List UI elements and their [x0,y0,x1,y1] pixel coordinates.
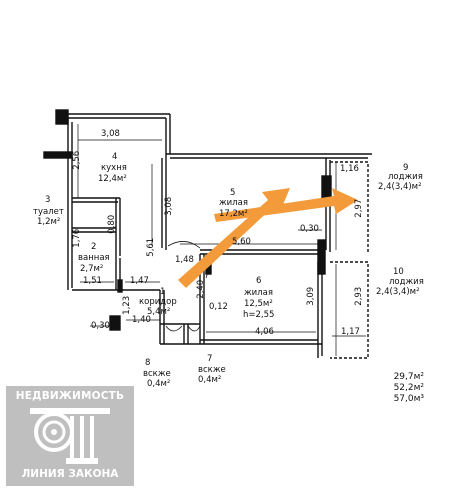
dim-148: 1,48 [175,255,194,265]
room-6-area: 12,5м² [244,299,273,309]
room-4-number: 4 [112,152,118,162]
logo-top-text: НЕДВИЖИМОСТЬ [15,390,125,402]
dim-309: 3,09 [306,286,317,306]
dim-561: 5,61 [146,237,157,257]
wall-top-kitchen [56,113,170,119]
room-2-area: 2,7м² [80,264,104,274]
room-1-name: коридор [139,297,177,307]
dim-308-v: 3,08 [164,196,175,216]
room-1-number: 1 [160,287,166,297]
wall-stub-2 [109,315,121,331]
dim-147: 1,47 [130,276,149,286]
dim-012: 0,12 [209,302,228,312]
room-9-number: 9 [403,163,409,173]
dim-297: 2,97 [354,198,365,218]
room-9-name: лоджия [388,172,423,182]
dim-030-right: 0,30 [300,224,319,234]
dim-293: 2,93 [354,286,365,306]
room-8-name: вскже [143,369,171,379]
closet-door-arcs [165,325,201,332]
kitchen-window-block [55,109,69,125]
room-5-area: 17,2м² [219,209,248,219]
orange-arrow-icon [178,188,358,288]
wall-corridor-room5 [161,158,167,250]
door-arc-room5 [167,241,201,249]
dim-560: 5,60 [232,237,251,247]
room-6-name: жилая [244,288,273,298]
total-area: 52,2м² [393,383,424,393]
dim-240: 2,40 [196,279,207,299]
arrow-to-loggia9 [214,188,358,222]
room-10-number: 10 [393,267,404,277]
wall-kitchen-right [165,114,171,158]
dim-030-left: 0,30 [91,321,110,331]
room-4-area: 12,4м² [98,174,127,184]
room-7-name: вскже [198,365,226,375]
dim-116: 1,16 [340,164,359,174]
loggia-10-outline [330,261,369,359]
room-2-number: 2 [91,242,97,252]
logo-bottom-text: ЛИНИЯ ЗАКОНА [21,468,119,480]
room-5-name: жилая [219,198,248,208]
dim-406: 4,06 [255,327,274,337]
room-8-area: 0,4м² [147,379,171,389]
dim-151: 1,51 [83,276,102,286]
room-10-area: 2,4(3,4)м² [376,287,420,297]
room-4-name: кухня [101,163,127,173]
dim-117: 1,17 [341,327,360,337]
dim-176: 1,76 [72,228,83,248]
wall-right-room6 [317,262,323,358]
room-3-area: 1,2м² [37,217,61,227]
dim-080: 0,80 [107,214,118,234]
loggia-9-outline [330,161,369,252]
dim-123: 1,23 [122,295,133,315]
loggia-door-5 [321,175,332,199]
ceiling-height: h=2,55 [243,310,275,320]
total-living-area: 29,7м² [393,372,424,382]
wall-left [67,118,73,290]
room-3-name: туалет [33,207,64,217]
dim-140: 1,40 [132,315,151,325]
wall-top-room5 [166,153,372,159]
total-volume: 57,0м³ [393,394,424,404]
wall-stub-1 [117,279,123,293]
ionic-column-scroll-icon [30,408,110,464]
wall-closets [159,290,200,345]
room-8-number: 8 [145,358,151,368]
room-7-area: 0,4м² [198,375,222,385]
agency-logo: НЕДВИЖИМОСТЬ ЛИНИЯ ЗАКОНА [6,386,134,486]
loggia-door-6 [317,239,326,275]
dim-256: 2,56 [72,150,83,170]
room-2-name: ванная [78,253,110,263]
wall-toilet [72,197,121,258]
room-7-number: 7 [207,354,213,364]
room-9-area: 2,4(3,4)м² [378,182,422,192]
room-6-number: 6 [256,276,262,286]
room-10-name: лоджия [389,277,424,287]
room-3-number: 3 [45,195,51,205]
balcony-door-block [43,151,73,159]
room-5-number: 5 [230,188,236,198]
dim-308-top: 3,08 [101,129,120,139]
wall-bath [72,227,116,233]
room-1-area: 5,4м² [147,307,171,317]
